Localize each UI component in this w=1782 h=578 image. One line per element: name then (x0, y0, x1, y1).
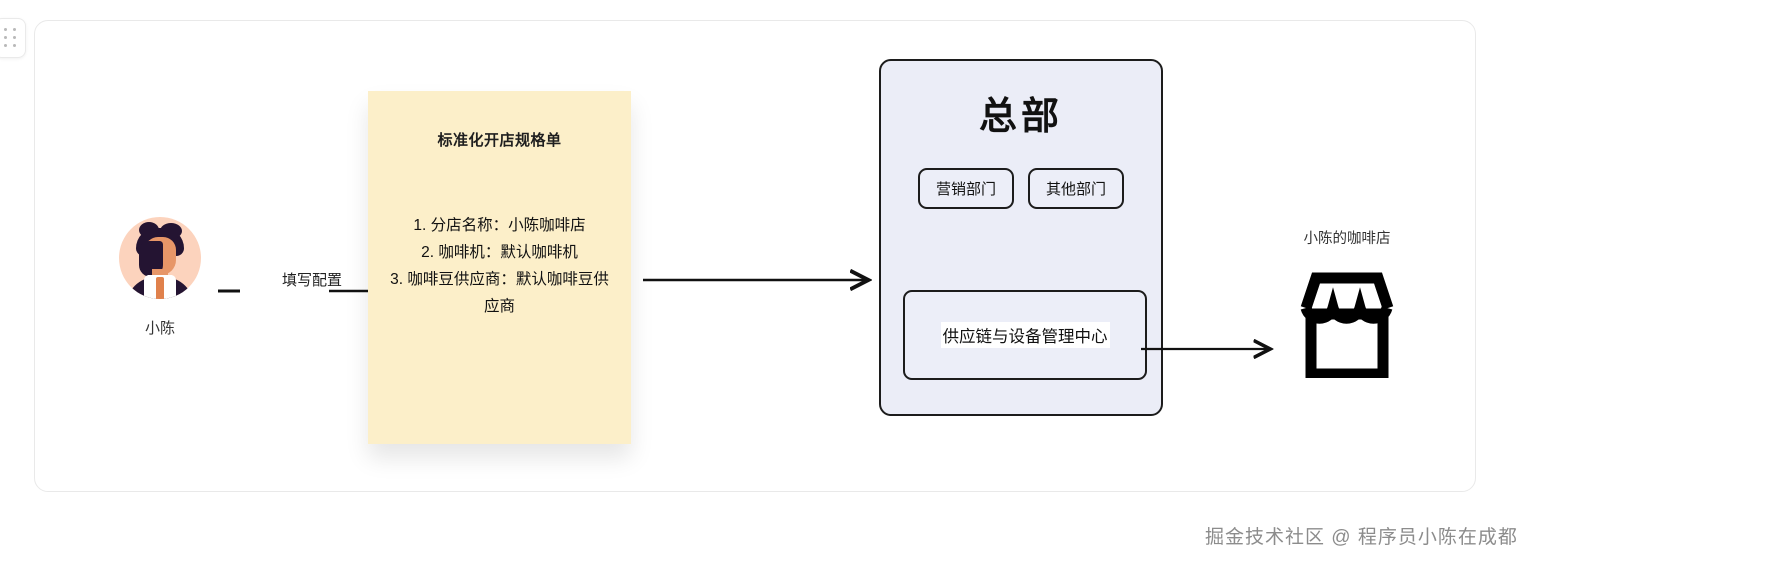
drag-handle[interactable] (0, 18, 26, 58)
shop-label: 小陈的咖啡店 (1303, 231, 1391, 247)
department-marketing[interactable]: 营销部门 (917, 168, 1014, 209)
storefront-icon (1300, 272, 1394, 378)
list-item: 2. 咖啡机：默认咖啡机 (421, 244, 578, 261)
edge-submit (643, 270, 875, 290)
diagram-stage: 小陈 填写配置 标准化开店规格单 1. 分店名称：小陈咖啡店 2. 咖啡机：默认… (35, 21, 1475, 491)
user-avatar-illustration (119, 217, 201, 299)
edge-deliver (1141, 339, 1277, 359)
department-other[interactable]: 其他部门 (1028, 168, 1125, 209)
headquarters-title: 总部 (978, 96, 1063, 138)
edge-fill-config-label: 填写配置 (281, 272, 342, 289)
spec-note-list: 1. 分店名称：小陈咖啡店 2. 咖啡机：默认咖啡机 3. 咖啡豆供应商：默认咖… (388, 212, 611, 320)
supply-chain-center-label: 供应链与设备管理中心 (940, 322, 1110, 348)
diagram-card: 小陈 填写配置 标准化开店规格单 1. 分店名称：小陈咖啡店 2. 咖啡机：默认… (34, 20, 1476, 492)
drag-dots-icon (3, 28, 17, 48)
spec-note-title: 标准化开店规格单 (437, 132, 562, 149)
department-row: 营销部门 其他部门 (881, 168, 1161, 209)
shop-node[interactable]: 小陈的咖啡店 (1247, 227, 1447, 378)
list-item: 1. 分店名称：小陈咖啡店 (413, 217, 586, 234)
actor-node[interactable]: 小陈 (80, 217, 240, 338)
actor-label: 小陈 (144, 320, 175, 337)
supply-chain-center[interactable]: 供应链与设备管理中心 (903, 290, 1147, 380)
list-item: 3. 咖啡豆供应商：默认咖啡豆供应商 (390, 271, 609, 315)
watermark: 掘金技术社区 @ 程序员小陈在成都 (1205, 527, 1518, 548)
headquarters-panel[interactable]: 总部 营销部门 其他部门 供应链与设备管理中心 (879, 59, 1163, 416)
spec-note-card[interactable]: 标准化开店规格单 1. 分店名称：小陈咖啡店 2. 咖啡机：默认咖啡机 3. 咖… (368, 91, 631, 444)
